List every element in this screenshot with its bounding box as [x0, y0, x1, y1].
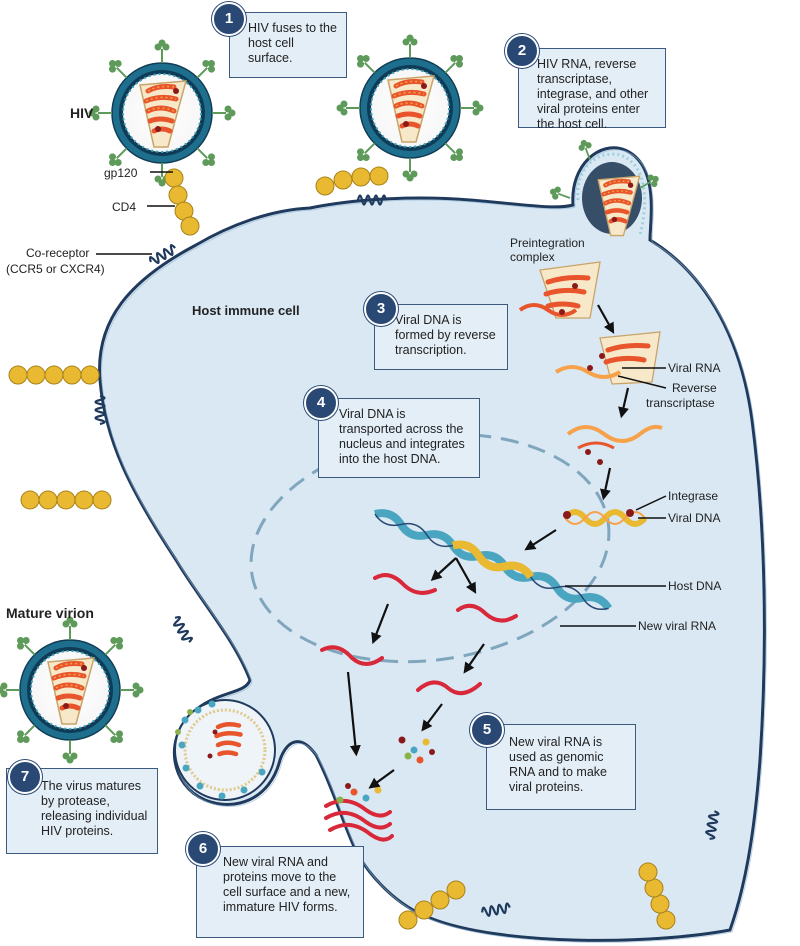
step-7-badge: 7	[8, 760, 42, 794]
hiv-label: HIV	[70, 105, 94, 121]
fusing-virion	[337, 35, 484, 182]
mature-virion	[0, 617, 144, 764]
step-2-box: HIV RNA, reverse transcriptase, integras…	[518, 48, 666, 131]
step-6-badge: 6	[186, 832, 220, 866]
cd4-label: CD4	[112, 200, 137, 214]
step-6-text: New viral RNA and proteins move to the c…	[223, 855, 351, 914]
step-2-text: HIV RNA, reverse transcriptase, integras…	[537, 57, 649, 131]
preintegration-complex	[518, 261, 601, 319]
step-3-badge: 3	[364, 292, 398, 326]
viral-rna-label: Viral RNA	[668, 361, 721, 375]
host-cell-membrane	[98, 146, 766, 942]
rna-dna-hybrid	[566, 424, 663, 465]
step-4-box: Viral DNA is transported across the nucl…	[318, 398, 480, 478]
integrase-label: Integrase	[668, 489, 719, 503]
new-viral-rna-label: New viral RNA	[638, 619, 717, 633]
step-1-text: HIV fuses to the host cell surface.	[248, 21, 337, 65]
host-dna	[374, 509, 613, 611]
step-5-box: New viral RNA is used as genomic RNA and…	[486, 724, 636, 810]
host-cell-label: Host immune cell	[192, 303, 300, 318]
step-6-box: New viral RNA and proteins move to the c…	[196, 846, 364, 938]
reverse-label: Reverse	[672, 381, 717, 395]
cd4-receptors	[8, 166, 676, 930]
step-3-text: Viral DNA is formed by reverse transcrip…	[395, 313, 496, 357]
mature-virion-label: Mature virion	[6, 605, 94, 621]
nucleus-envelope	[249, 432, 611, 664]
reverse-transcription-complex	[554, 331, 661, 385]
step-5-badge: 5	[470, 713, 504, 747]
entering-viral-core	[546, 136, 663, 236]
preintegration-label: Preintegration	[510, 236, 585, 250]
step-2-badge: 2	[505, 34, 539, 68]
new-viral-rna-strands	[320, 573, 518, 842]
preintegration-complex-label: complex	[510, 250, 555, 264]
host-dna-label: Host DNA	[668, 579, 722, 593]
step-5-text: New viral RNA is used as genomic RNA and…	[509, 735, 607, 794]
step-7-text: The virus matures by protease, releasing…	[41, 779, 148, 838]
gp120-label: gp120	[104, 166, 138, 180]
hiv-virion	[89, 40, 236, 187]
step-4-badge: 4	[304, 386, 338, 420]
label-leader-lines	[96, 171, 667, 627]
viral-protein-particles	[336, 736, 435, 804]
step-1-box: HIV fuses to the host cell surface.	[229, 12, 347, 78]
viral-dna-label: Viral DNA	[668, 511, 721, 525]
step-1-badge: 1	[212, 2, 246, 36]
step-4-text: Viral DNA is transported across the nucl…	[339, 407, 465, 466]
coreceptor-label: Co-receptor	[26, 246, 90, 260]
immature-virion-bud	[174, 699, 276, 801]
process-arrows	[346, 304, 630, 789]
reverse-transcriptase-label: transcriptase	[646, 396, 715, 410]
viral-dna-double-helix	[562, 509, 648, 527]
coreceptor-types-label: (CCR5 or CXCR4)	[6, 262, 105, 276]
